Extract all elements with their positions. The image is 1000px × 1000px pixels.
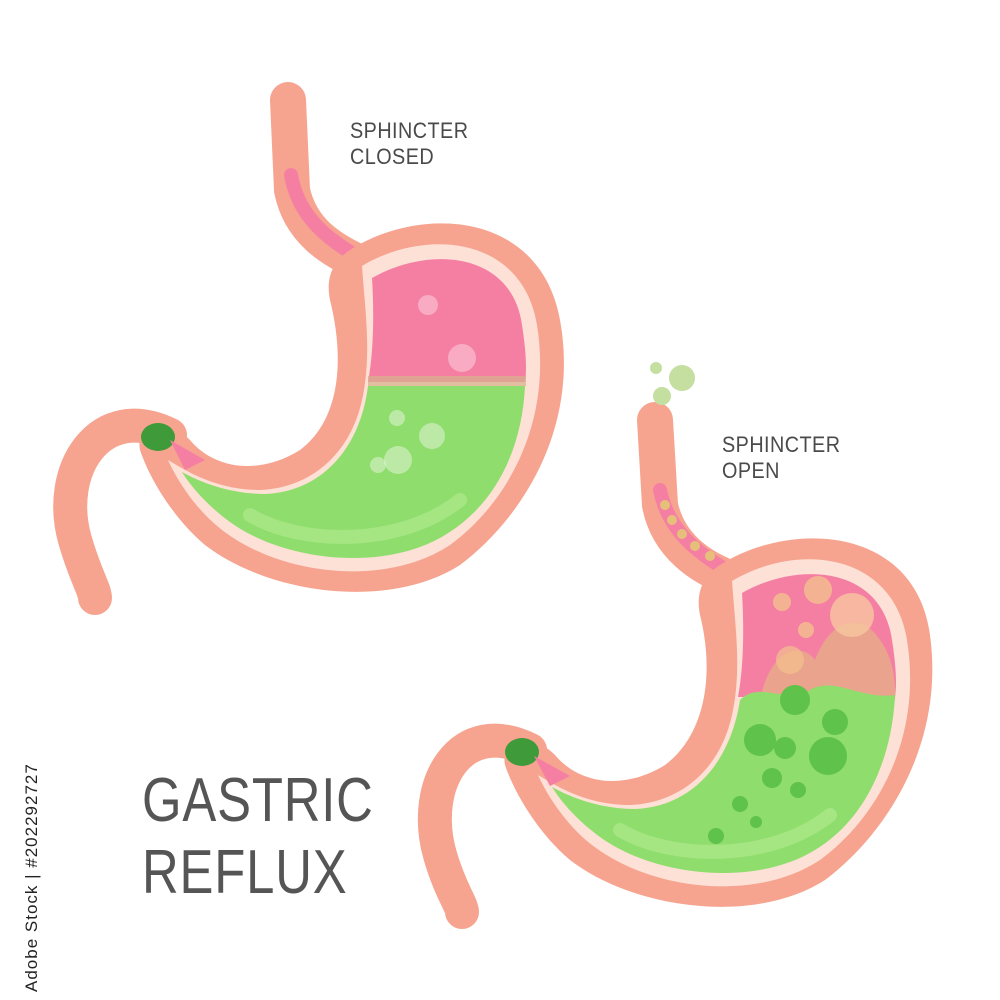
sphincter-closed-line2: CLOSED [350, 144, 435, 170]
sphincter-open-label: SPHINCTER OPEN [722, 432, 840, 485]
reflux-droplet [660, 500, 670, 510]
title-line2: REFLUX [142, 838, 348, 907]
acid-bubble [732, 796, 748, 812]
stomach-closed [53, 82, 564, 615]
bubble [418, 295, 438, 315]
bubble [419, 423, 445, 449]
escaping-gas [669, 365, 695, 391]
stomach-open [417, 362, 933, 929]
sphincter-open-line2: OPEN [722, 458, 780, 484]
sphincter-closed-line1: SPHINCTER [350, 118, 469, 143]
stock-id-watermark: Adobe Stock | #202292727 [22, 763, 41, 992]
bubble [370, 457, 386, 473]
bubble [384, 446, 412, 474]
pylorus-closed [141, 423, 175, 451]
reflux-droplet [690, 541, 700, 551]
sphincter-closed-label: SPHINCTER CLOSED [350, 118, 468, 171]
reflux-droplet [677, 529, 687, 539]
bubble [389, 410, 405, 426]
acid-bubble [762, 768, 782, 788]
acid-bubble [774, 737, 796, 759]
sphincter-open-line1: SPHINCTER [722, 432, 841, 457]
duodenum-open [417, 723, 547, 929]
acid-bubble [809, 737, 847, 775]
acid-splash [760, 622, 896, 700]
escaping-gas [653, 387, 671, 405]
diagram-title: GASTRIC REFLUX [142, 765, 374, 909]
reflux-droplet [705, 551, 715, 561]
acid-bubble [750, 816, 762, 828]
reflux-droplet [667, 515, 677, 525]
acid-bubble [790, 782, 806, 798]
bubble [448, 344, 476, 372]
acid-bubble [780, 685, 810, 715]
gas-pocket-closed [368, 259, 526, 382]
duodenum-closed [53, 408, 187, 615]
pylorus-open [505, 738, 539, 766]
escaping-gas [650, 362, 662, 374]
acid-bubble [708, 828, 724, 844]
acid-bubble [822, 709, 848, 735]
acid-bubble [744, 724, 776, 756]
title-line1: GASTRIC [142, 766, 374, 835]
